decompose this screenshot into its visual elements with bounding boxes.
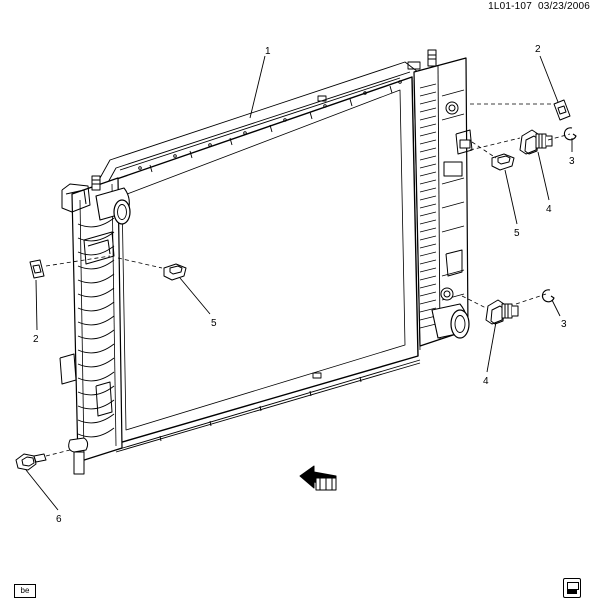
diagram-reference-header: 1L01-107 03/23/2006 — [488, 1, 590, 12]
callout-5-upper: 5 — [514, 228, 520, 239]
right-tank-core-fins — [419, 83, 437, 329]
callout-5-left: 5 — [211, 318, 217, 329]
retainer-clip-upper — [563, 127, 577, 141]
leader-lines — [25, 55, 573, 511]
lower-cooler-port — [440, 287, 454, 301]
bolt-upper-right — [491, 153, 515, 171]
callout-6: 6 — [56, 514, 62, 525]
left-tank — [59, 175, 131, 475]
right-tank-bracket-lower — [445, 249, 463, 277]
callout-4-upper: 4 — [546, 204, 552, 215]
badge-box: be — [14, 584, 36, 598]
left-tank-bracket-low — [59, 353, 113, 417]
callout-2-upper: 2 — [535, 44, 541, 55]
retainer-clip-lower — [541, 289, 555, 303]
callout-labels: 1 2 2 3 3 4 4 5 5 6 — [33, 44, 575, 525]
alignment-lines — [45, 103, 571, 457]
radiator-core — [99, 61, 421, 453]
drain-plug-bolt — [15, 453, 47, 471]
callout-2-left: 2 — [33, 334, 39, 345]
cooler-line-fitting-upper — [519, 129, 553, 155]
front-direction-arrow-icon — [299, 465, 337, 491]
publisher-logo-icon — [563, 578, 581, 598]
left-tank-ribs — [77, 217, 115, 438]
left-drain-outlet — [68, 437, 89, 475]
lower-outlet-fitting — [431, 303, 470, 339]
top-rail — [99, 61, 421, 187]
upper-cooler-port — [445, 101, 459, 115]
right-tank — [413, 49, 473, 351]
diagram-code: 1L01-107 — [488, 1, 532, 12]
upper-inlet-fitting — [95, 187, 131, 225]
right-tank-ribs — [441, 89, 465, 301]
diagram-date: 03/23/2006 — [537, 1, 590, 12]
bolt-left — [163, 263, 187, 281]
callout-3-upper: 3 — [569, 156, 575, 167]
left-tank-bracket-top — [61, 183, 91, 213]
left-filler-neck — [91, 175, 101, 191]
right-filler-neck — [427, 49, 437, 67]
left-tank-bracket-mid — [83, 231, 115, 265]
clip-nut-left — [29, 259, 45, 279]
callout-4-lower: 4 — [483, 376, 489, 387]
right-tank-bracket-upper — [443, 129, 473, 177]
clip-nut-upper-right — [553, 99, 571, 121]
callout-1: 1 — [265, 46, 271, 57]
callout-3-lower: 3 — [561, 319, 567, 330]
cooler-line-fitting-lower — [485, 299, 519, 325]
